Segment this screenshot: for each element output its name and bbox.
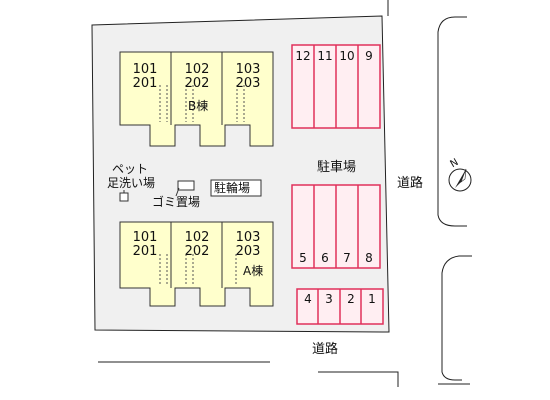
a-unit-2-bottom: 202 — [184, 244, 210, 259]
b-unit-2-top: 102 — [184, 62, 210, 77]
a-unit-2-top: 102 — [184, 230, 210, 245]
parking-slot-7: 7 — [343, 251, 351, 265]
parking-middle-row — [291, 184, 381, 269]
parking-bottom-row — [296, 288, 384, 325]
right-road-label: 道路 — [397, 176, 424, 191]
building-b-label: B棟 — [188, 99, 209, 113]
parking-slot-5: 5 — [299, 251, 307, 265]
compass-icon — [448, 168, 472, 192]
b-unit-1-top: 101 — [132, 62, 158, 77]
parking-top-row — [291, 44, 381, 129]
building-a — [119, 221, 274, 307]
a-unit-3-top: 103 — [235, 230, 261, 245]
parking-slot-9: 9 — [365, 49, 373, 63]
pet-wash-label-line1: ペット — [112, 162, 149, 176]
parking-slot-3: 3 — [325, 292, 333, 306]
parking-slot-12: 12 — [295, 49, 311, 63]
parking-slot-1: 1 — [368, 292, 376, 306]
a-unit-1-bottom: 201 — [132, 244, 158, 259]
parking-slot-8: 8 — [365, 251, 373, 265]
b-unit-1-bottom: 201 — [132, 76, 158, 91]
parking-slot-11: 11 — [317, 49, 333, 63]
bicycle-box — [210, 179, 262, 197]
a-unit-1-top: 101 — [132, 230, 158, 245]
pet-wash-label-line2: 足洗い場 — [107, 176, 156, 190]
right-road-edge — [387, 0, 472, 381]
bottom-road-label: 道路 — [312, 342, 339, 357]
pet-wash-box — [119, 192, 129, 202]
parking-label: 駐車場 — [317, 160, 357, 175]
bottom-road-edge — [98, 361, 470, 387]
parking-slot-4: 4 — [304, 292, 312, 306]
parking-slot-10: 10 — [339, 49, 355, 63]
garbage-label: ゴミ置場 — [152, 195, 201, 209]
building-b — [119, 51, 274, 147]
b-unit-3-top: 103 — [235, 62, 261, 77]
b-unit-2-bottom: 202 — [184, 76, 210, 91]
parking-slot-6: 6 — [321, 251, 329, 265]
garbage-leader — [175, 187, 180, 197]
parking-slot-2: 2 — [347, 292, 355, 306]
b-unit-3-bottom: 203 — [235, 76, 261, 91]
garbage-box — [177, 180, 195, 191]
building-a-label: A棟 — [243, 264, 264, 278]
a-unit-3-bottom: 203 — [235, 244, 261, 259]
bicycle-label: 駐輪場 — [214, 181, 251, 195]
